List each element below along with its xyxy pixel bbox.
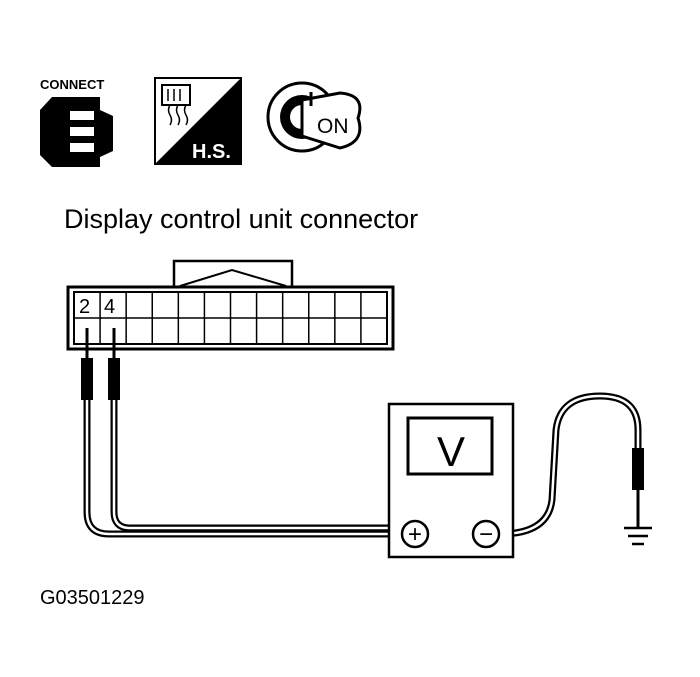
test-leads (83, 392, 642, 538)
negative-terminal (471, 519, 501, 549)
display-control-unit-connector: 2 4 (66, 259, 395, 351)
voltmeter: V + − (387, 402, 515, 559)
voltmeter-display-label: V (437, 428, 465, 475)
harness-side-icon: H.S. (154, 77, 242, 165)
probe-pin-2 (81, 328, 93, 400)
ignition-on-label: ON (317, 115, 349, 138)
positive-terminal-label: + (408, 521, 422, 548)
pin-4-label: 4 (104, 296, 115, 318)
connector-title: Display control unit connector (64, 204, 418, 234)
ground-probe (632, 448, 644, 528)
figure-code: G03501229 (40, 587, 145, 609)
positive-terminal (400, 519, 430, 549)
harness-side-label: H.S. (192, 141, 231, 163)
ground-icon (624, 526, 652, 546)
negative-terminal-label: − (479, 521, 493, 548)
connect-icon: CONNECT (40, 77, 113, 167)
probe-pin-4 (108, 328, 120, 400)
connect-label: CONNECT (40, 77, 104, 92)
ignition-key-on-icon: ON (266, 81, 362, 153)
connector-pin-grid (74, 292, 387, 344)
pin-2-label: 2 (79, 296, 90, 318)
